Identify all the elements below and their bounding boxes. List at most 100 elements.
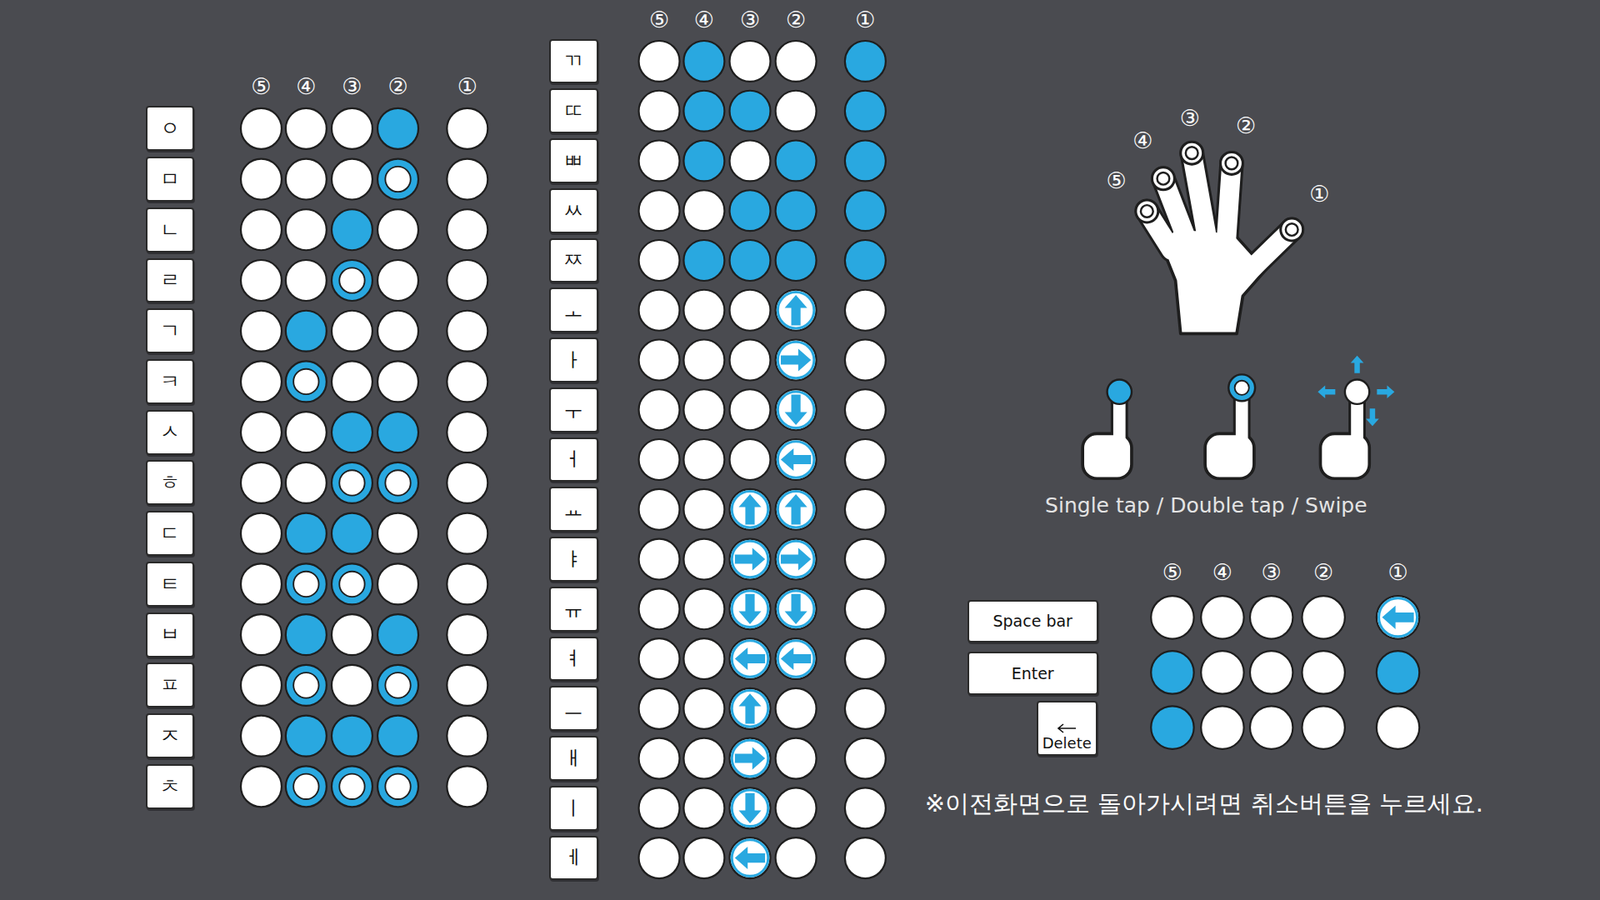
- key-dot: [639, 837, 680, 879]
- key-dot: [285, 614, 327, 655]
- dot-off: [377, 360, 419, 402]
- key-label: ㅊ: [160, 775, 180, 798]
- key-dot: [446, 209, 488, 250]
- consonant-key: ㅇ: [145, 105, 195, 151]
- dot-swipe: [775, 290, 817, 331]
- finger-number: ②: [1313, 560, 1334, 585]
- key-dot: [845, 638, 886, 680]
- key-dot: [285, 411, 327, 453]
- dot-off: [377, 209, 419, 250]
- key-dot: [775, 539, 817, 580]
- finger-number: ③: [1261, 560, 1282, 585]
- key-dot: [285, 462, 327, 504]
- key-dot: [446, 310, 488, 352]
- key-dot: [285, 209, 327, 250]
- key-dot: [683, 439, 725, 480]
- dot-off: [1250, 650, 1293, 694]
- fingertip: [1280, 218, 1304, 241]
- dot-off: [446, 513, 488, 555]
- key-dot: [683, 90, 725, 132]
- dot-off: [730, 439, 771, 480]
- key-dot: [1250, 650, 1293, 694]
- finger-number: ④: [295, 74, 316, 100]
- key-dot: [845, 389, 886, 430]
- key-dot: [639, 190, 680, 231]
- key-dot: [683, 340, 725, 381]
- key-dot: [730, 489, 771, 530]
- finger-number: ④: [1132, 128, 1153, 154]
- dot-off: [285, 159, 327, 200]
- key-dot: [240, 665, 282, 706]
- dot-double: [285, 360, 327, 402]
- finger-number: ⑤: [250, 74, 271, 100]
- key-dot: [639, 240, 680, 281]
- key-dot: [845, 90, 886, 132]
- artwork-group: [240, 40, 1420, 879]
- key-dot: [845, 588, 886, 630]
- dot-tap: [730, 90, 771, 132]
- dot-tap: [845, 190, 886, 231]
- key-dot: [240, 513, 282, 555]
- dot-off: [845, 489, 886, 530]
- key-dot: [377, 715, 419, 757]
- key-dot: [1376, 595, 1420, 639]
- key-dot: [331, 108, 373, 150]
- key-label: ㅜ: [563, 399, 584, 421]
- key-dot: [639, 140, 680, 181]
- finger-number: ⑤: [1162, 560, 1183, 585]
- key-dot: [845, 190, 886, 231]
- key-label: ㅍ: [160, 674, 180, 696]
- dot-off: [240, 614, 282, 655]
- dot-swipe-ring: [777, 540, 815, 578]
- tap-mark: [1107, 380, 1132, 405]
- dot-swipe: [730, 489, 771, 530]
- dot-tap: [377, 108, 419, 150]
- dot-swipe: [775, 439, 817, 480]
- key-dot: [331, 159, 373, 200]
- key-label: Enter: [1011, 665, 1055, 683]
- key-dot: [446, 765, 488, 807]
- dot-off: [639, 837, 680, 879]
- letter-key: ㅛ: [549, 486, 599, 532]
- dot-off: [240, 159, 282, 200]
- finger-number: ①: [457, 74, 478, 100]
- dot-off: [377, 563, 419, 605]
- key-dot: [639, 340, 680, 381]
- dot-off: [446, 411, 488, 453]
- dot-off: [775, 90, 817, 132]
- key-dot: [377, 513, 419, 555]
- key-dot: [446, 108, 488, 150]
- dot-off: [639, 340, 680, 381]
- key-label: ㅓ: [563, 448, 584, 470]
- dot-tap: [845, 40, 886, 82]
- key-dot: [240, 260, 282, 301]
- key-dot: [240, 715, 282, 757]
- dot-off: [683, 837, 725, 879]
- dot-tap: [331, 209, 373, 250]
- key-dot: [730, 688, 771, 730]
- dot-off: [639, 787, 680, 829]
- finger-number: ①: [1309, 181, 1330, 207]
- swipe-arrow: [1381, 605, 1414, 630]
- key-label: ㅏ: [563, 349, 584, 371]
- dot-off: [639, 40, 680, 82]
- key-dot: [775, 439, 817, 480]
- key-dot: [683, 638, 725, 680]
- key-dot: [377, 411, 419, 453]
- dot-off: [1150, 595, 1194, 639]
- key-label: ㄹ: [160, 269, 180, 291]
- key-label: ㅎ: [160, 471, 180, 494]
- dot-tap: [331, 513, 373, 555]
- finger-outline: [1348, 398, 1366, 450]
- key-dot: [775, 688, 817, 730]
- fingertip: [1220, 151, 1243, 175]
- key-dot: [639, 588, 680, 630]
- key-dot: [845, 140, 886, 181]
- key-label: ㅉ: [563, 249, 584, 271]
- dot-swipe: [1376, 595, 1420, 639]
- key-label: ㅡ: [563, 697, 584, 720]
- key-dot: [845, 738, 886, 780]
- key-label: ㄷ: [160, 522, 180, 545]
- dot-double-inner: [385, 774, 410, 800]
